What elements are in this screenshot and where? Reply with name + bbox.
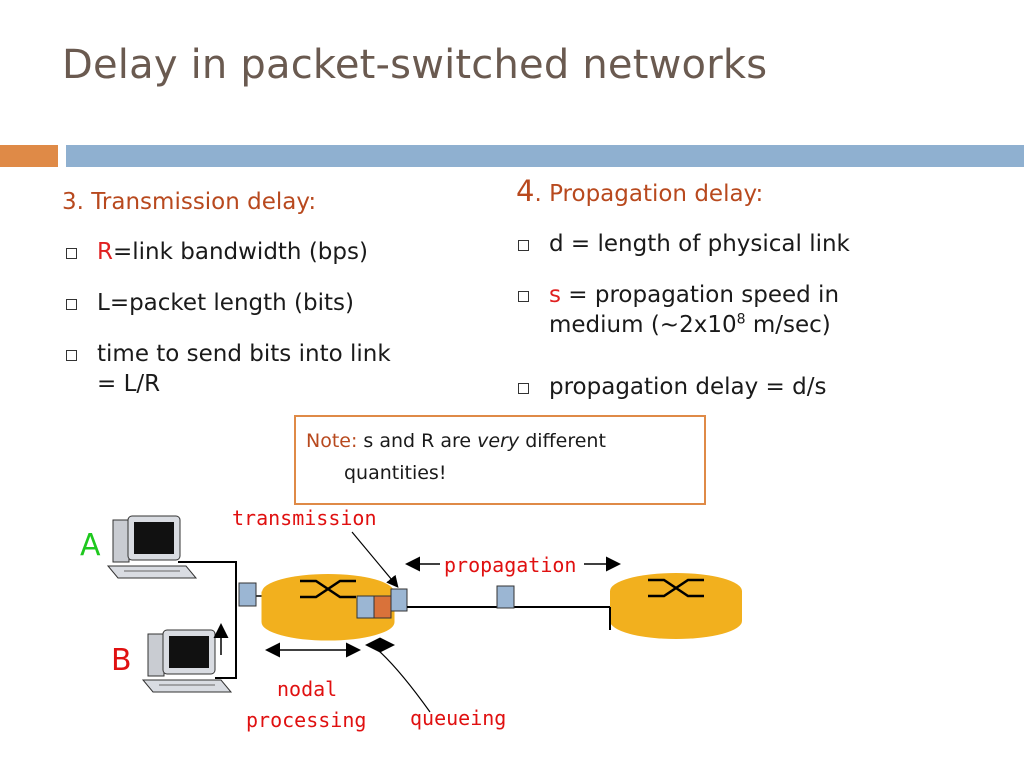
bullet-text: time to send bits into link= L/R xyxy=(97,341,391,397)
queued-packet-2 xyxy=(373,595,392,619)
slide-title: Delay in packet-switched networks xyxy=(62,42,768,88)
bullet-text: L=packet length (bits) xyxy=(97,290,354,316)
bullet-send-time: time to send bits into link= L/R xyxy=(66,339,391,399)
host-links xyxy=(178,561,237,679)
transmission-delay-heading: 3. Transmission delay: xyxy=(62,189,317,215)
computer-a-icon xyxy=(106,515,198,579)
processing-label: processing xyxy=(246,708,367,732)
queueing-label: queueing xyxy=(410,706,507,730)
bullet-icon xyxy=(518,383,529,394)
bullet-text: R=link bandwidth (bps) xyxy=(97,237,368,267)
symbol-s: s xyxy=(549,282,561,308)
propagation-delay-heading: 4. Propagation delay: xyxy=(516,176,763,209)
exponent: 8 xyxy=(736,311,746,328)
bullet-text: propagation delay = d/s xyxy=(549,374,827,400)
computer-b-icon xyxy=(141,629,233,693)
transmission-label: transmission xyxy=(232,506,377,530)
bullet-packet-length: L=packet length (bits) xyxy=(66,288,354,318)
queueing-pointer xyxy=(377,649,431,713)
header-band xyxy=(66,145,1024,167)
accent-band xyxy=(0,145,58,167)
packet-incoming xyxy=(238,582,257,607)
host-b-label: B xyxy=(111,643,132,678)
queued-packet-1 xyxy=(356,595,375,619)
bullet-text: d = length of physical link xyxy=(549,231,850,257)
note-emphasis: very xyxy=(477,430,520,452)
bullet-icon xyxy=(66,248,77,259)
symbol-r: R xyxy=(97,239,113,265)
bullet-link-bandwidth: R=link bandwidth (bps) xyxy=(66,237,368,267)
note-label: Note: xyxy=(306,430,358,452)
note-box: Note: s and R are very different quantit… xyxy=(294,415,706,505)
transmitting-packet xyxy=(390,588,408,612)
bullet-icon xyxy=(66,350,77,361)
router-2-icon xyxy=(609,573,742,639)
heading-number: 4 xyxy=(516,174,535,208)
heading-text: . Propagation delay: xyxy=(534,181,764,207)
transmission-pointer xyxy=(351,531,399,588)
nodal-label: nodal xyxy=(277,677,338,701)
bullet-icon xyxy=(66,299,77,310)
bullet-icon xyxy=(518,240,529,251)
propagation-label: propagation xyxy=(444,553,577,577)
note-line2: quantities! xyxy=(344,462,447,484)
packet-in-flight xyxy=(496,585,515,609)
bullet-link-length: d = length of physical link xyxy=(518,229,850,259)
bullet-propagation-formula: propagation delay = d/s xyxy=(518,372,826,402)
bullet-icon xyxy=(518,291,529,302)
bullet-text-rest: =link bandwidth (bps) xyxy=(112,239,368,265)
host-a-label: A xyxy=(80,528,101,563)
